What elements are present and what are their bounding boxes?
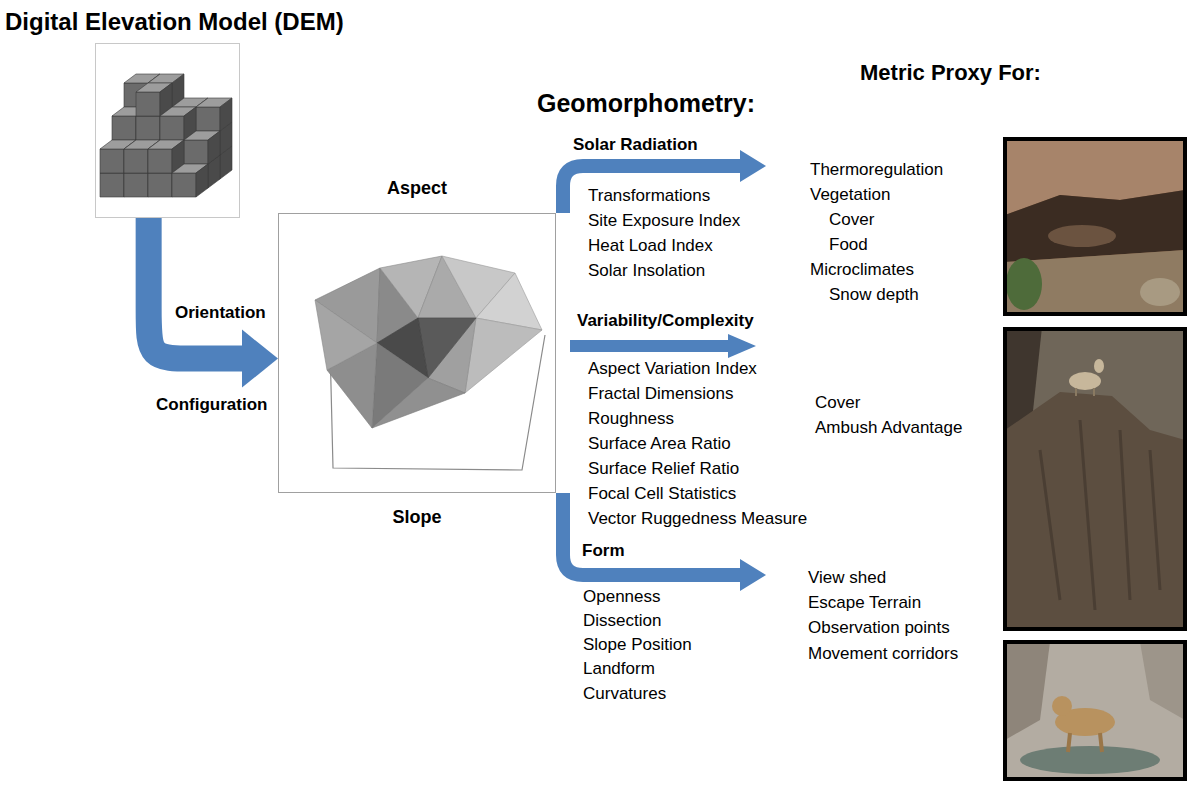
- variability-arrow: [570, 334, 756, 358]
- arrow-label: Configuration: [156, 395, 267, 415]
- metric-item: Landform: [583, 659, 655, 679]
- photo-frame: [1005, 329, 1185, 629]
- photo-frame: [1005, 139, 1185, 314]
- arrow-head: [740, 559, 766, 591]
- image-frame: [95, 43, 240, 218]
- stone: [1140, 278, 1180, 306]
- photo-frame: [1005, 642, 1185, 779]
- panel-heading: Slope: [392, 507, 441, 529]
- proxy-item: View shed: [808, 568, 886, 588]
- rock-texture: [1040, 420, 1160, 610]
- facet: [465, 318, 542, 393]
- animal-head: [1094, 359, 1104, 373]
- metric-item: Heat Load Index: [588, 236, 713, 256]
- dem-panel: Digital Elevation Model (DEM): [5, 8, 348, 220]
- proxy-item: Observation points: [808, 618, 950, 638]
- proxy-item: Ambush Advantage: [815, 418, 962, 438]
- photo-ground: [1003, 327, 1187, 631]
- cave-shadow: [1005, 190, 1185, 262]
- cube: [184, 131, 220, 164]
- photo-ground: [1003, 640, 1187, 781]
- animal-head: [1052, 696, 1072, 716]
- panel-title: Digital Elevation Model (DEM): [5, 8, 344, 37]
- proxy-item: Escape Terrain: [808, 593, 921, 613]
- metric-item: Surface Area Ratio: [588, 434, 731, 454]
- tin-surface: [315, 256, 545, 470]
- facet: [372, 378, 465, 428]
- arrow-head: [740, 150, 766, 182]
- metric-item: Vector Ruggedness Measure: [588, 509, 807, 529]
- metric-item: Openness: [583, 587, 661, 607]
- column-heading: Metric Proxy For:: [860, 60, 1041, 86]
- animal: [1048, 225, 1116, 247]
- arrow-band: [149, 218, 242, 359]
- metric-item: Surface Relief Ratio: [588, 459, 739, 479]
- proxy-item: Thermoregulation: [810, 160, 943, 180]
- cube: [172, 164, 208, 197]
- metric-item: Roughness: [588, 409, 674, 429]
- metric-item: Curvatures: [583, 684, 666, 704]
- boulder: [1005, 392, 1185, 629]
- arrow-band: [563, 493, 742, 575]
- proxy-item: Vegetation: [810, 185, 890, 205]
- proxy-item: Cover: [829, 210, 874, 230]
- photo-overhang: [1003, 137, 1187, 316]
- metric-item: Aspect Variation Index: [588, 359, 757, 379]
- column-heading: Geomorphometry:: [537, 88, 755, 118]
- photo-rock: [1003, 327, 1187, 631]
- metric-item: Transformations: [588, 186, 710, 206]
- pool: [1020, 746, 1160, 774]
- proxy-item: Cover: [815, 393, 860, 413]
- image-frame: [278, 213, 556, 493]
- proxy-item: Snow depth: [829, 285, 919, 305]
- group-heading: Solar Radiation: [573, 135, 698, 155]
- group-heading: Form: [582, 541, 625, 561]
- rock: [1005, 642, 1050, 740]
- dem-blocks: [100, 74, 232, 197]
- ground: [1005, 250, 1185, 314]
- photo-lion: [1003, 640, 1187, 781]
- arrow-band: [570, 340, 730, 352]
- metric-item: Site Exposure Index: [588, 211, 740, 231]
- rock: [1140, 642, 1185, 720]
- animal-legs: [1076, 388, 1094, 396]
- metric-item: Slope Position: [583, 635, 692, 655]
- surface-panel: AspectSlope: [278, 175, 556, 531]
- photo-ground: [1003, 137, 1187, 316]
- metric-item: Fractal Dimensions: [588, 384, 734, 404]
- arrow-label: Orientation: [175, 303, 266, 323]
- animal-legs: [1068, 733, 1102, 752]
- animal: [1069, 372, 1101, 390]
- metric-item: Focal Cell Statistics: [588, 484, 736, 504]
- proxy-item: Microclimates: [810, 260, 914, 280]
- metric-item: Dissection: [583, 611, 661, 631]
- proxy-item: Food: [829, 235, 868, 255]
- arrow-head: [728, 334, 756, 358]
- panel-heading: Aspect: [387, 178, 447, 200]
- group-heading: Variability/Complexity: [577, 311, 754, 331]
- solar-arrow: [563, 150, 766, 213]
- proxy-item: Movement corridors: [808, 644, 958, 664]
- plant: [1006, 258, 1042, 310]
- cube: [196, 98, 232, 131]
- flow-arrow: [149, 218, 278, 388]
- arrow-head: [242, 330, 278, 388]
- facet: [315, 300, 377, 370]
- arrow-band: [563, 166, 742, 213]
- form-arrow: [563, 493, 766, 591]
- metric-item: Solar Insolation: [588, 261, 705, 281]
